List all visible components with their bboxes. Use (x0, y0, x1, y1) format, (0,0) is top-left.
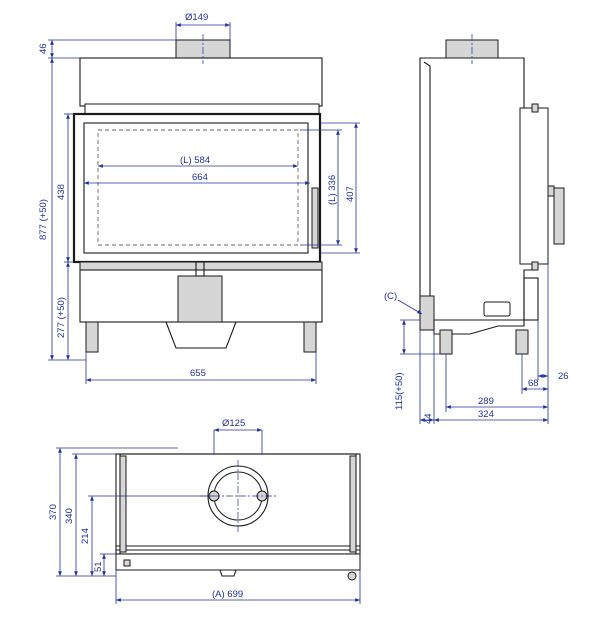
front-flue-diameter-label: Ø149 (185, 12, 208, 23)
side-door-panel (519, 107, 549, 265)
top-width-label: (A) 699 (212, 589, 243, 600)
front-glass-hidden (97, 129, 299, 246)
front-door-frame (72, 112, 322, 264)
top-depth-214-label: 214 (80, 528, 91, 544)
top-dimensions: Ø125 370 340 214 51 (A) 699 (48, 418, 361, 604)
side-depth-324-label: 324 (478, 409, 494, 420)
front-total-width-label: 655 (190, 368, 206, 379)
front-glass-width-label: (L) 584 (180, 155, 210, 166)
front-total-height-label: 877 (+50) (38, 199, 49, 240)
side-dimensions: (C) 115(+50) 26 68 289 324 44 (384, 264, 569, 424)
front-ash-lever (195, 261, 205, 277)
top-door-front (115, 553, 361, 571)
front-ash-box (177, 275, 223, 323)
side-depth-289-label: 289 (478, 396, 494, 407)
front-door-handle (311, 187, 319, 249)
front-opening-height-label: 407 (345, 186, 356, 202)
front-ash-tray (165, 321, 237, 349)
side-view (419, 34, 565, 355)
front-dimensions: Ø149 46 877 (+50) 438 277 (+50) (L) 584 … (38, 12, 360, 384)
front-hood-strip (84, 103, 320, 115)
side-leg-height-label: 115(+50) (394, 372, 405, 410)
front-foot-right (303, 321, 317, 353)
front-glass-frame (83, 122, 309, 254)
front-window-height-label: 438 (56, 184, 67, 200)
top-view (115, 453, 361, 581)
front-glass-height-label: (L) 336 (327, 175, 338, 205)
front-base-rail (79, 261, 323, 271)
top-depth-51-label: 51 (93, 561, 104, 572)
front-inner-width-label: 664 (192, 172, 208, 183)
side-depth-26-label: 26 (558, 371, 569, 382)
side-foot-rear (439, 329, 453, 355)
side-depth-68-label: 68 (528, 378, 539, 389)
side-foot-front (515, 329, 529, 355)
front-base-height-label: 277 (+50) (56, 297, 67, 338)
top-door-handle (219, 569, 237, 577)
top-flue-diameter-label: Ø125 (222, 418, 245, 429)
front-top-offset-label: 46 (38, 43, 49, 54)
top-depth-370-label: 370 (48, 504, 59, 520)
front-upper-housing (79, 57, 323, 107)
front-view (72, 34, 323, 353)
top-depth-340-label: 340 (64, 508, 75, 524)
side-depth-44-label: 44 (423, 413, 434, 424)
side-body (419, 57, 533, 321)
front-foot-left (85, 321, 99, 353)
side-door-handle (553, 187, 565, 245)
side-vent-plate (483, 301, 511, 317)
side-connector-label: (C) (384, 291, 397, 302)
side-air-connector (419, 295, 435, 331)
